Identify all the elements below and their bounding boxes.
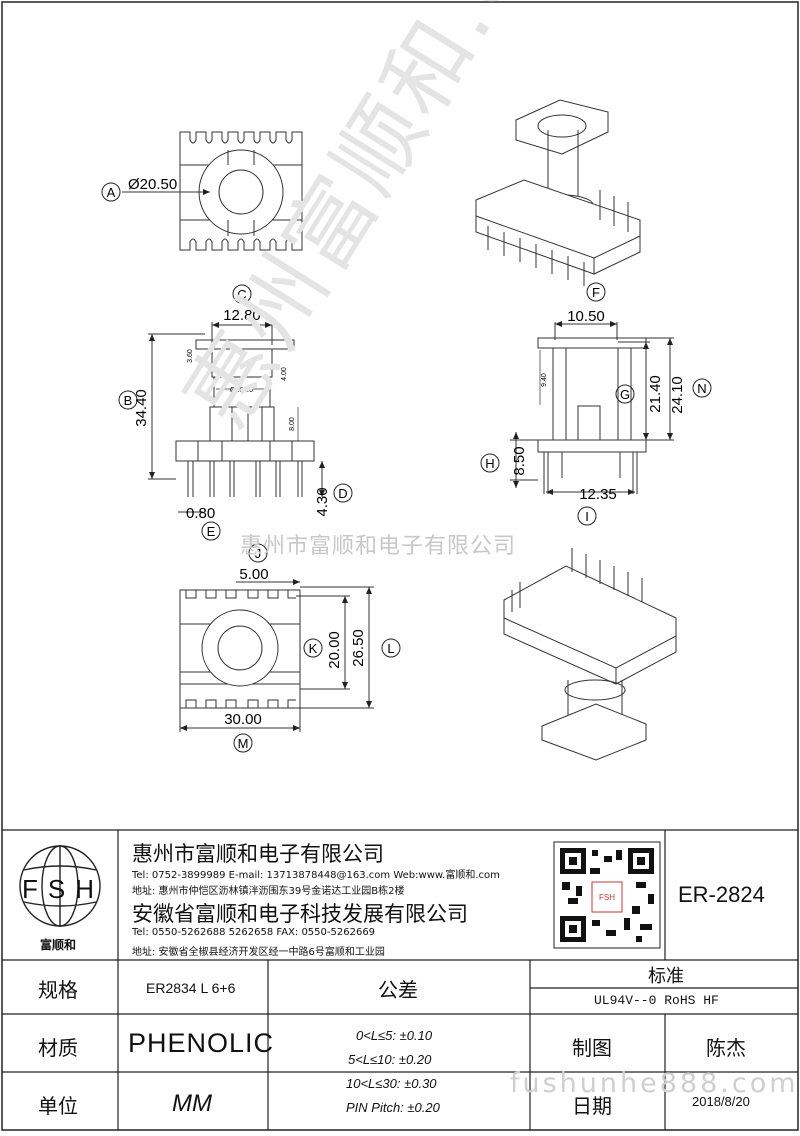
company2-name: 安徽省富顺和电子科技发展有限公司 [132, 902, 468, 926]
company-watermark: 惠州市富顺和电子有限公司 [240, 534, 517, 559]
company1-name: 惠州市富顺和电子有限公司 [132, 842, 384, 866]
label-e: E [207, 524, 216, 539]
iso-view-top [475, 99, 641, 286]
fsh-logo [19, 845, 101, 927]
company2-contact: Tel: 0550-5262688 5262658 FAX: 0550-5262… [132, 927, 376, 938]
url-watermark: fushunhe888.com [510, 1068, 799, 1099]
logo-text: FSH [22, 874, 104, 904]
material-label: 材质 [38, 1036, 78, 1060]
qr-code: FSH [553, 841, 661, 949]
drawn-value: 陈杰 [706, 1036, 746, 1060]
label-h: H [485, 456, 494, 471]
label-m: M [238, 736, 249, 751]
date-value: 2018/8/20 [692, 1094, 750, 1109]
dim-e: 0.80 [186, 505, 215, 522]
label-c: C [237, 287, 246, 302]
label-f: F [592, 285, 600, 300]
date-label: 日期 [572, 1094, 612, 1118]
iso-view-bottom [503, 548, 677, 761]
label-d: D [338, 486, 347, 501]
unit-value: MM [172, 1090, 212, 1117]
tolerance-row-1: 0<L≤5: ±0.10 [356, 1028, 433, 1043]
spec-value: ER2834 L 6+6 [146, 980, 236, 996]
dim-h1: 3.60 [187, 349, 194, 363]
material-value: PHENOLIC [128, 1028, 275, 1058]
dim-h3: Ø13.80 [230, 387, 253, 394]
company1-address: 地址: 惠州市仲恺区沥林镇泮沥围东39号金诺达工业园B栋2楼 [132, 886, 405, 897]
dim-k: 20.00 [326, 631, 343, 669]
standard-label: 标准 [648, 966, 684, 987]
bottom-view [179, 589, 301, 709]
dim-h: 8.50 [511, 446, 528, 475]
tolerance-row-3: 10<L≤30: ±0.30 [346, 1076, 437, 1091]
unit-label: 单位 [38, 1094, 78, 1118]
dim-j: 5.00 [239, 566, 268, 583]
dim-g: 21.40 [647, 375, 664, 413]
label-a: A [107, 185, 116, 200]
dim-c: 12.80 [223, 307, 261, 324]
logo-caption: 富顺和 [40, 938, 77, 952]
tolerance-row-4: PIN Pitch: ±0.20 [346, 1100, 440, 1115]
label-b: B [124, 393, 133, 408]
dim-l: 26.50 [350, 629, 367, 667]
label-g: G [620, 387, 630, 402]
qr-label: FSH [599, 893, 615, 902]
title-block-grid [2, 829, 798, 1130]
label-a-circle [101, 182, 121, 202]
dim-h5: 9.40 [541, 373, 548, 387]
dim-n: 24.10 [669, 376, 686, 414]
spec-label: 规格 [38, 978, 78, 1002]
tolerance-label: 公差 [378, 978, 418, 1002]
dim-i: 12.35 [579, 486, 617, 503]
label-j: J [255, 546, 262, 561]
dim-h4: 8.00 [289, 417, 296, 431]
label-n: N [697, 381, 706, 396]
drawn-label: 制图 [572, 1036, 612, 1060]
label-i: I [585, 509, 589, 524]
top-view [179, 131, 303, 251]
company1-contact: Tel: 0752-3899989 E-mail: 13713878448@16… [132, 870, 500, 881]
dim-d: 4.30 [314, 487, 331, 516]
dim-b: 34.40 [133, 389, 150, 427]
label-l: L [387, 641, 394, 656]
label-k: K [309, 641, 318, 656]
dim-h2: 4.00 [281, 367, 288, 381]
tolerance-row-2: 5<L≤10: ±0.20 [348, 1052, 432, 1067]
dim-f: 10.50 [567, 308, 605, 325]
part-number: ER-2824 [678, 882, 765, 907]
dim-a: Ø20.50 [128, 176, 177, 193]
front-view [175, 339, 315, 497]
side-view [537, 337, 647, 494]
dim-m: 30.00 [224, 711, 262, 728]
standard-value: UL94V--0 RoHS HF [594, 993, 719, 1008]
company2-address: 地址: 安徽省全椒县经济开发区经一中路6号富顺和工业园 [132, 947, 385, 958]
